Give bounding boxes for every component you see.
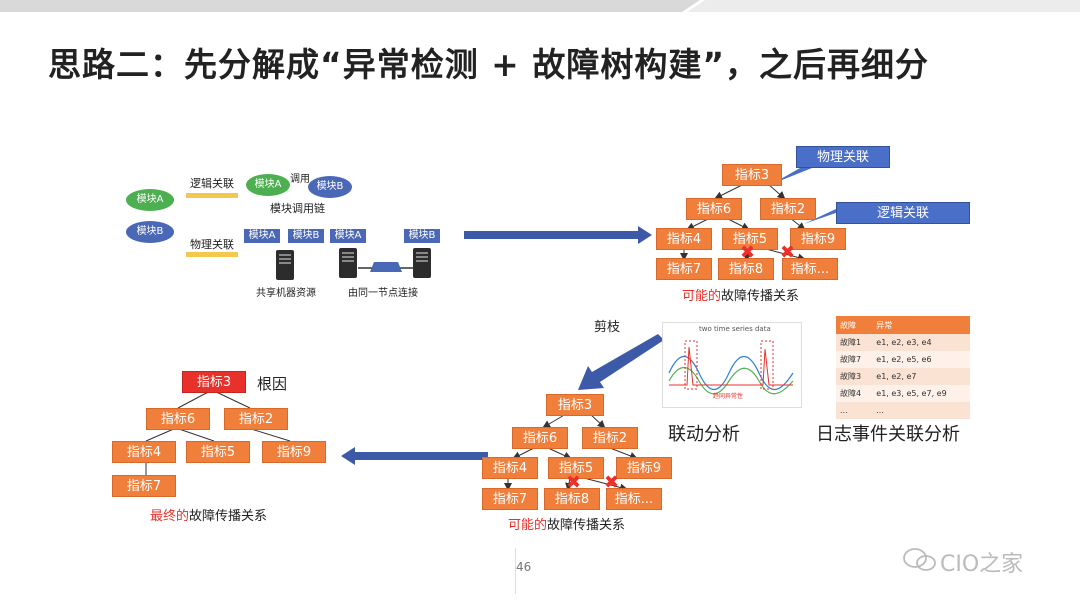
- br-node-m3: 指标3: [546, 394, 604, 416]
- br-node-m5: 指标5: [548, 457, 604, 479]
- br-node-m6: 指标6: [512, 427, 568, 449]
- tr-node-m2: 指标2: [760, 198, 816, 220]
- final-node-m6: 指标6: [146, 408, 210, 430]
- logic-relation-bar: [186, 193, 238, 198]
- tr-caption: 可能的故障传播关系: [682, 285, 799, 304]
- final-node-m4: 指标4: [112, 441, 176, 463]
- callout-logic: 逻辑关联: [836, 202, 970, 224]
- footer-divider: [515, 548, 516, 594]
- final-node-m7: 指标7: [112, 475, 176, 497]
- timeseries-title: two time series data: [699, 325, 771, 333]
- physical-relation-bar: [186, 252, 238, 257]
- br-node-m4: 指标4: [482, 457, 538, 479]
- tr-caption-rest: 故障传播关系: [721, 289, 800, 304]
- br-caption-rest: 故障传播关系: [547, 518, 626, 533]
- shared-module-b-chip: 模块B: [288, 229, 324, 243]
- br-caption-red: 可能的: [508, 518, 548, 533]
- br-prune-x-2: ✖: [604, 472, 620, 493]
- tr-node-m8: 指标8: [718, 258, 774, 280]
- final-node-m2: 指标2: [224, 408, 288, 430]
- tr-node-m9: 指标9: [790, 228, 846, 250]
- node-module-a-chip: 模块A: [330, 229, 366, 243]
- final-caption: 最终的故障传播关系: [150, 505, 267, 524]
- module-a-ellipse: 模块A: [126, 189, 174, 211]
- node-module-b-chip: 模块B: [404, 229, 440, 243]
- br-node-m8: 指标8: [544, 488, 600, 510]
- log-header-anomaly: 异常: [872, 316, 970, 334]
- callout-physical: 物理关联: [796, 146, 890, 168]
- prune-arrow: [578, 334, 664, 390]
- physical-relation-label: 物理关联: [190, 238, 234, 251]
- shared-module-a-chip: 模块A: [244, 229, 280, 243]
- shared-server-icon: [276, 250, 294, 280]
- tr-node-m6: 指标6: [686, 198, 742, 220]
- logic-relation-label: 逻辑关联: [190, 177, 234, 190]
- final-node-m5: 指标5: [186, 441, 250, 463]
- final-caption-rest: 故障传播关系: [189, 509, 268, 524]
- final-node-m3-root: 指标3: [182, 371, 246, 393]
- right-arrow: [464, 226, 652, 244]
- call-label: 调用: [290, 174, 310, 185]
- page-number: 46: [516, 560, 532, 574]
- network-switch-icon: [358, 262, 414, 272]
- callout-physical-pointer: [772, 168, 812, 184]
- timeseries-chart: two time series data 趋同异常性: [662, 322, 802, 408]
- call-chain-label: 模块调用链: [270, 202, 325, 215]
- page-title: 思路二：先分解成“异常检测 + 故障树构建”，之后再细分: [48, 45, 930, 84]
- linkage-caption: 联动分析: [668, 424, 740, 445]
- log-header-fault: 故障: [836, 316, 873, 334]
- node-server-a-icon: [339, 248, 357, 278]
- chain-module-a: 模块A: [246, 174, 290, 196]
- tr-node-more: 指标...: [782, 258, 838, 280]
- tr-node-m5: 指标5: [722, 228, 778, 250]
- br-prune-x-1: ✖: [566, 472, 582, 493]
- wechat-icon: [903, 548, 936, 571]
- tr-caption-red: 可能的: [682, 289, 722, 304]
- table-row: ......: [836, 402, 970, 419]
- tr-node-m4: 指标4: [656, 228, 712, 250]
- br-node-m2: 指标2: [582, 427, 638, 449]
- tr-prune-x-1: ✖: [740, 242, 756, 263]
- final-node-m9: 指标9: [262, 441, 326, 463]
- header-stripe: [0, 0, 1080, 12]
- module-b-ellipse: 模块B: [126, 221, 174, 243]
- timeseries-annotation: 趋同异常性: [713, 393, 744, 400]
- left-arrow: [341, 447, 488, 465]
- root-cause-label: 根因: [257, 375, 288, 393]
- shared-resource-label: 共享机器资源: [256, 288, 316, 299]
- tr-node-m7: 指标7: [656, 258, 712, 280]
- final-caption-red: 最终的: [150, 509, 190, 524]
- tr-prune-x-2: ✖: [780, 242, 796, 263]
- tr-node-m3: 指标3: [722, 164, 782, 186]
- br-node-m9: 指标9: [616, 457, 672, 479]
- watermark: CIO之家: [940, 552, 1024, 577]
- log-analysis-caption: 日志事件关联分析: [816, 424, 960, 445]
- chain-module-b: 模块B: [308, 176, 352, 198]
- same-node-label: 由同一节点连接: [348, 288, 418, 299]
- br-node-m7: 指标7: [482, 488, 538, 510]
- br-caption: 可能的故障传播关系: [508, 514, 625, 533]
- br-node-more: 指标...: [606, 488, 662, 510]
- prune-label: 剪枝: [594, 320, 621, 335]
- node-server-b-icon: [413, 248, 431, 278]
